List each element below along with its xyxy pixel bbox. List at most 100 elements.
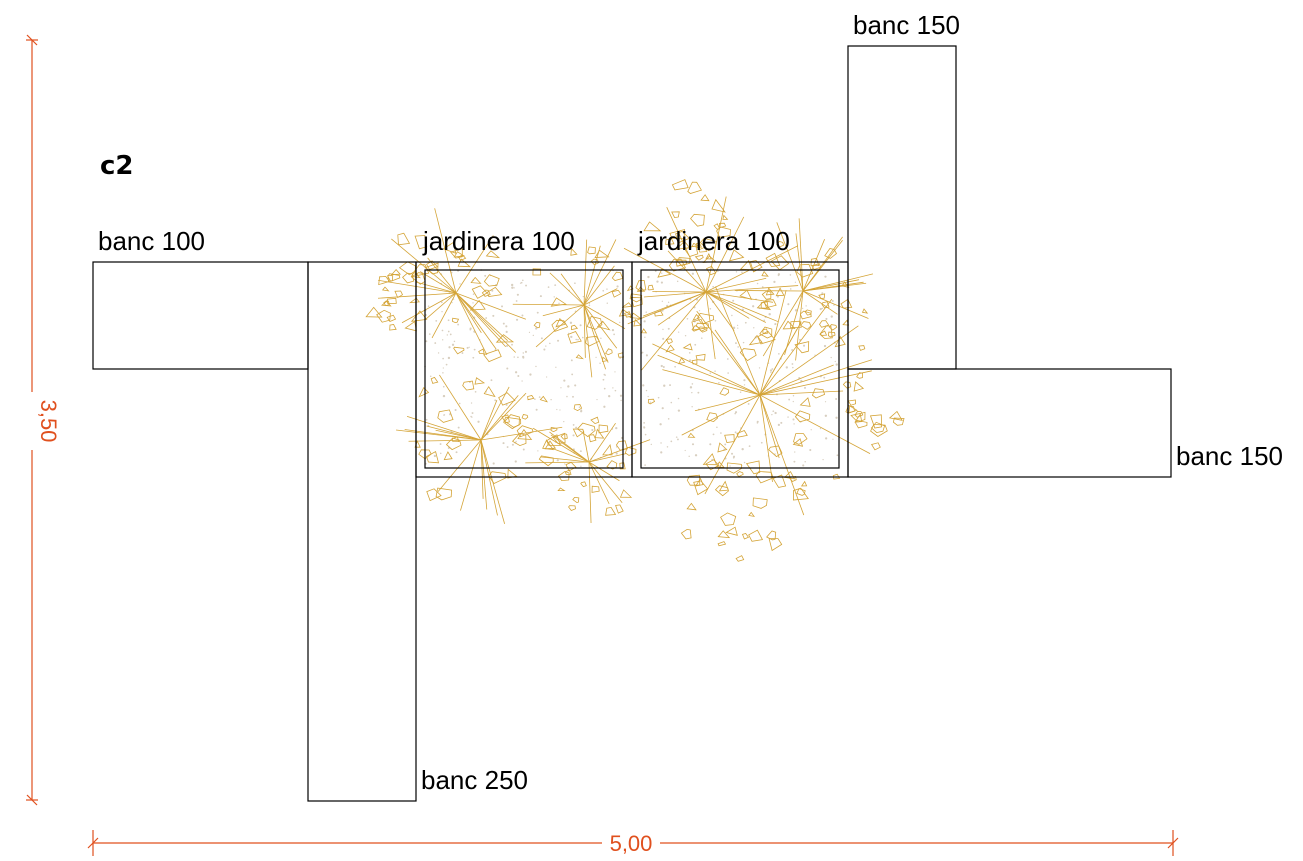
soil-speckle xyxy=(691,443,695,446)
soil-speckle xyxy=(804,460,806,463)
plant-stem xyxy=(802,273,874,292)
plant-leaf xyxy=(739,348,757,362)
plant-leaf xyxy=(552,432,566,445)
soil-speckle xyxy=(448,346,451,349)
plant-leaf xyxy=(498,392,516,406)
soil-speckle xyxy=(709,443,712,446)
soil-speckle xyxy=(819,427,822,430)
soil-speckle xyxy=(612,387,614,389)
plant-stem xyxy=(455,235,494,294)
soil-speckle xyxy=(588,304,591,307)
plant-stem xyxy=(705,291,735,331)
plant-leaf xyxy=(699,237,717,252)
plant-leaf xyxy=(736,429,748,438)
soil-speckle xyxy=(577,338,579,341)
plant-stem xyxy=(705,285,799,293)
plant-leaf xyxy=(756,301,772,311)
soil-speckle xyxy=(824,401,827,403)
plant-leaf xyxy=(538,455,554,467)
plant-leaf xyxy=(594,428,605,439)
soil-speckle xyxy=(514,460,517,463)
plant-stem xyxy=(588,461,623,504)
plant-stem xyxy=(378,279,457,294)
plant-leaf xyxy=(861,308,869,314)
plant-leaf xyxy=(693,480,709,496)
plant-leaf xyxy=(389,324,397,331)
soil-speckle xyxy=(824,275,827,278)
plant-stem xyxy=(420,271,457,294)
soil-speckle xyxy=(660,364,663,368)
plant-leaf xyxy=(402,272,415,284)
soil-speckle xyxy=(604,374,606,376)
soil-speckle xyxy=(566,395,568,398)
plant-leaf xyxy=(811,388,826,399)
plant-leaf xyxy=(828,324,838,331)
plant-leaf xyxy=(705,253,712,260)
plant-leaf xyxy=(618,308,632,317)
plant-stem xyxy=(802,290,869,319)
plant-leaf xyxy=(706,412,719,423)
soil-speckle xyxy=(662,365,665,368)
soil-speckle xyxy=(445,363,448,366)
soil-speckle xyxy=(821,307,824,310)
soil-speckle xyxy=(596,398,598,401)
plant-leaf xyxy=(629,293,643,303)
soil-speckle xyxy=(522,448,525,451)
plant-leaf xyxy=(799,321,812,330)
plant-stem xyxy=(424,292,457,321)
soil-speckle xyxy=(616,285,619,288)
plant-leaf xyxy=(410,272,426,285)
plant-stem xyxy=(583,304,626,330)
soil-speckle xyxy=(574,282,576,285)
soil-speckle xyxy=(778,353,780,355)
plant-leaf xyxy=(856,372,864,379)
soil-speckle xyxy=(511,443,514,446)
plant-leaf xyxy=(713,223,721,230)
plant-leaf xyxy=(575,354,584,360)
soil-speckle xyxy=(793,460,796,463)
soil-speckle xyxy=(698,310,701,312)
soil-speckle xyxy=(688,352,691,354)
plant-stem xyxy=(455,292,488,356)
soil-speckle xyxy=(572,434,575,437)
plant-stem xyxy=(662,369,761,396)
height-dimension-label: 3,50 xyxy=(36,400,61,443)
plant-stem xyxy=(759,325,859,396)
plant-leaf xyxy=(832,473,841,480)
plant-leaf xyxy=(572,428,585,438)
soil-speckle xyxy=(752,305,755,308)
soil-speckle xyxy=(455,451,458,454)
plant-leaf xyxy=(794,410,811,423)
soil-speckle xyxy=(824,414,828,417)
plant-leaf xyxy=(615,504,624,514)
soil-speckle xyxy=(732,326,736,330)
soil-speckle xyxy=(556,408,558,411)
soil-speckle xyxy=(602,289,605,292)
plant-stem xyxy=(437,439,482,492)
plant-leaf xyxy=(783,470,796,480)
plant-leaf xyxy=(725,526,738,536)
soil-speckle xyxy=(451,301,453,304)
soil-speckle xyxy=(792,366,794,369)
plant-leaf xyxy=(390,268,401,276)
soil-speckle xyxy=(599,362,601,364)
soil-speckle xyxy=(515,440,517,443)
plant-leaf xyxy=(557,470,570,482)
plant-leaf xyxy=(426,488,442,502)
soil-speckle xyxy=(660,272,663,274)
plant-leaf xyxy=(533,321,541,329)
soil-speckle xyxy=(485,317,488,319)
plant-stem xyxy=(759,394,871,454)
plant-stem xyxy=(762,290,804,357)
soil-speckle xyxy=(691,272,694,275)
plant-leaf xyxy=(596,320,611,331)
plant-stem xyxy=(583,304,609,363)
plant-leaf xyxy=(568,505,576,511)
soil-speckle xyxy=(547,286,550,288)
soil-speckle xyxy=(732,456,735,459)
width-dimension-gap xyxy=(602,830,660,856)
soil-speckle xyxy=(760,441,763,444)
soil-speckle xyxy=(501,305,504,308)
soil-speckle xyxy=(441,310,443,313)
soil-speckle xyxy=(669,384,671,387)
